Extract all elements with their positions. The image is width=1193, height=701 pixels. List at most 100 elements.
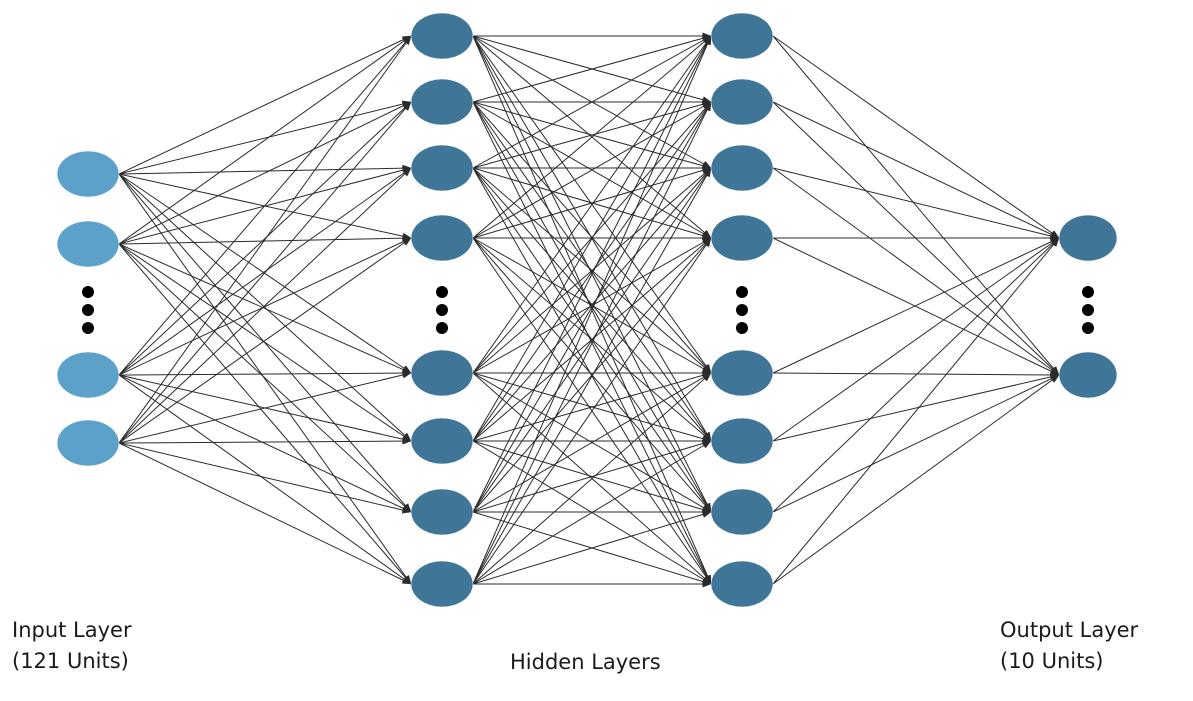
hidden-layers-title: Hidden Layers — [510, 650, 661, 674]
hidden-1-node — [410, 349, 474, 397]
connection-edge — [472, 100, 712, 169]
hidden-2-ellipsis-dot — [736, 286, 748, 298]
output-node — [1058, 214, 1118, 262]
connection-edge — [118, 167, 412, 376]
output-layer-units: (10 Units) — [1000, 649, 1104, 673]
connection-edge — [472, 35, 712, 442]
connection-edge — [472, 101, 712, 442]
hidden-1-node — [410, 78, 474, 126]
input-node — [56, 150, 120, 198]
hidden-1-node — [410, 488, 474, 536]
hidden-2-node — [710, 78, 774, 126]
connection-edge — [472, 35, 712, 513]
hidden-2-node — [710, 349, 774, 397]
connection-edge — [118, 243, 412, 585]
hidden-1-ellipsis-dot — [436, 322, 448, 334]
connection-edge — [118, 374, 412, 585]
connection-edge — [772, 237, 1060, 376]
input-layer-units: (121 Units) — [12, 649, 129, 673]
hidden-2-ellipsis-dot — [736, 322, 748, 334]
hidden-2-node — [710, 560, 774, 608]
output-node — [1058, 351, 1118, 399]
connection-edge — [118, 35, 412, 245]
connection-edge — [772, 374, 1060, 513]
connection-edge — [118, 100, 412, 175]
connection-edge — [472, 101, 712, 374]
connection-edge — [118, 101, 412, 376]
hidden-1-ellipsis-dot — [436, 286, 448, 298]
connection-edge — [472, 167, 712, 239]
connection-edge — [472, 101, 712, 585]
hidden-2-node — [710, 214, 774, 262]
connection-edge — [118, 237, 412, 376]
output-ellipsis-dot — [1082, 286, 1094, 298]
connection-edge — [118, 35, 412, 444]
connection-edge — [772, 35, 1060, 376]
connection-edge — [772, 237, 1060, 513]
hidden-1-ellipsis-dot — [436, 304, 448, 316]
hidden-1-node — [410, 417, 474, 465]
connection-edge — [118, 237, 412, 444]
connection-edge — [472, 167, 712, 585]
ellipses — [82, 286, 1094, 334]
connection-edge — [772, 237, 1060, 585]
hidden-2-node — [710, 12, 774, 60]
connection-edge — [772, 167, 1060, 240]
connection-edge — [772, 373, 1060, 442]
connection-edge — [118, 442, 412, 514]
connection-edge — [472, 167, 712, 374]
connection-edge — [118, 173, 412, 374]
hidden-2-node — [710, 488, 774, 536]
connection-edge — [118, 243, 412, 513]
connection-edge — [472, 371, 712, 442]
connection-edge — [472, 35, 712, 239]
nodes — [56, 12, 1118, 608]
connection-edge — [472, 372, 712, 513]
input-node — [56, 220, 120, 268]
connection-edge — [472, 101, 712, 239]
connections — [118, 32, 1060, 588]
connection-edge — [472, 35, 712, 169]
connection-edge — [472, 440, 712, 513]
hidden-layers-label: Hidden Layers — [510, 647, 661, 678]
connection-edge — [472, 167, 712, 513]
hidden-1-node — [410, 144, 474, 192]
hidden-1-node — [410, 12, 474, 60]
connection-edge — [118, 101, 412, 245]
connection-edge — [472, 35, 712, 585]
connection-edge — [472, 237, 712, 585]
connection-edge — [118, 35, 412, 376]
connection-edge — [472, 372, 712, 585]
connection-edge — [118, 164, 412, 175]
input-node — [56, 419, 120, 467]
input-layer-title: Input Layer — [12, 618, 132, 642]
connection-edge — [118, 234, 412, 245]
input-ellipsis-dot — [82, 286, 94, 298]
output-ellipsis-dot — [1082, 304, 1094, 316]
connection-edge — [472, 440, 712, 585]
connection-edge — [772, 237, 1060, 374]
output-ellipsis-dot — [1082, 322, 1094, 334]
connection-edge — [118, 243, 412, 374]
output-layer-label: Output Layer (10 Units) — [1000, 615, 1138, 677]
connection-edge — [772, 374, 1060, 585]
hidden-2-ellipsis-dot — [736, 304, 748, 316]
connection-edge — [118, 371, 412, 444]
connection-edge — [118, 101, 412, 444]
input-ellipsis-dot — [82, 304, 94, 316]
connection-edge — [118, 437, 412, 445]
output-layer-title: Output Layer — [1000, 618, 1139, 642]
connection-edge — [472, 34, 712, 103]
input-layer-label: Input Layer (121 Units) — [12, 615, 132, 677]
connection-edge — [118, 35, 412, 175]
connection-edge — [772, 101, 1060, 239]
connection-edge — [772, 371, 1060, 379]
connection-edge — [772, 167, 1060, 376]
connection-edge — [118, 173, 412, 442]
connection-edge — [472, 511, 712, 585]
hidden-2-node — [710, 144, 774, 192]
hidden-2-node — [710, 417, 774, 465]
connection-edge — [472, 35, 712, 374]
connection-edge — [472, 167, 712, 442]
